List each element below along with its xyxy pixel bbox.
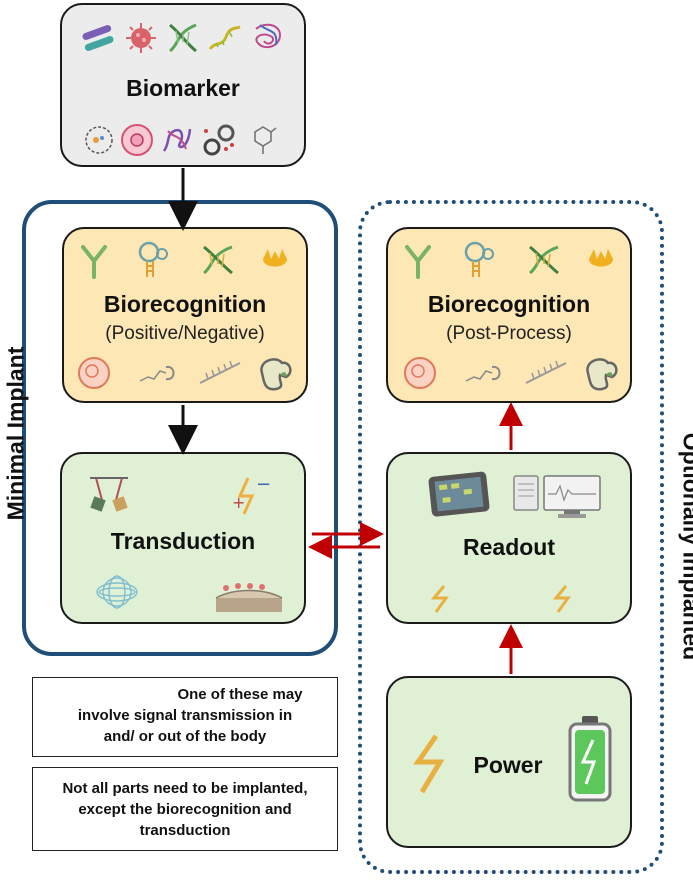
receptor-icon	[586, 358, 618, 391]
svg-text:+: +	[232, 493, 245, 512]
readout-box: Readout	[386, 452, 632, 624]
charge-icon: + −	[232, 474, 271, 515]
transduction-title: Transduction	[110, 528, 256, 554]
lightning-icon	[552, 585, 571, 613]
biorecognition-right-title: Biorecognition	[427, 291, 591, 317]
dna-icon	[528, 245, 559, 275]
virus-icon	[126, 23, 156, 53]
power-title: Power	[473, 752, 543, 778]
enzyme-icon	[589, 249, 613, 267]
receptor-icon	[260, 358, 292, 391]
molecule-icon	[465, 365, 501, 382]
arrow-note-line3: and/ or out of the body	[103, 728, 267, 745]
biorecognition-right-box: Biorecognition (Post-Process)	[386, 227, 632, 403]
lightning-icon	[413, 734, 445, 794]
implant-note-box: Not all parts need to be implanted, exce…	[32, 767, 338, 851]
readout-title: Readout	[463, 534, 555, 560]
implant-note-line1: Not all parts need to be implanted,	[62, 780, 308, 797]
transduction-box: + − Transduction	[60, 452, 306, 624]
aptamer-icon	[464, 241, 494, 277]
dna-icon	[202, 245, 233, 275]
antibody-icon	[405, 245, 431, 279]
monitor-icon	[513, 475, 601, 518]
cantilever-icon	[90, 477, 128, 512]
svg-text:−: −	[256, 474, 271, 495]
enzyme-icon	[263, 249, 287, 267]
cell-icon	[404, 357, 436, 389]
mip-icon	[525, 360, 567, 384]
biorecognition-left-box: Biorecognition (Positive/Negative)	[62, 227, 308, 403]
aptamer-icon	[138, 241, 168, 277]
rna-icon	[208, 25, 241, 51]
cell-icon	[121, 124, 153, 156]
battery-icon	[568, 716, 612, 802]
arrow-note-line1: One of these may	[177, 686, 303, 703]
surface-icon	[215, 583, 283, 612]
tablet-icon	[428, 471, 490, 517]
cell-icon	[78, 357, 110, 389]
exosome-icon	[85, 126, 113, 154]
lightning-icon	[430, 585, 449, 613]
power-box: Power	[386, 676, 632, 848]
biomarker-title: Biomarker	[126, 75, 240, 101]
biomarker-box: Biomarker	[60, 3, 306, 167]
small-molecule-icon	[254, 126, 277, 154]
protein-icon	[255, 23, 282, 49]
biorecognition-left-subtitle: (Positive/Negative)	[105, 323, 265, 344]
bacteria-icon	[82, 25, 114, 51]
implant-note-line2: except the biorecognition and	[78, 801, 292, 818]
implant-note-line3: transduction	[139, 822, 231, 839]
arrow-note-box: One of these may involve signal transmis…	[32, 677, 338, 757]
mip-icon	[199, 360, 241, 384]
biorecognition-left-title: Biorecognition	[103, 291, 267, 317]
dna-icon	[168, 23, 197, 53]
arrow-note-line2: involve signal transmission in	[77, 707, 293, 724]
biorecognition-right-subtitle: (Post-Process)	[446, 323, 572, 344]
protein-strand-icon	[162, 128, 192, 152]
ion-icon	[203, 124, 235, 156]
magnetic-field-icon	[96, 575, 138, 609]
molecule-icon	[139, 365, 175, 382]
antibody-icon	[81, 245, 107, 279]
